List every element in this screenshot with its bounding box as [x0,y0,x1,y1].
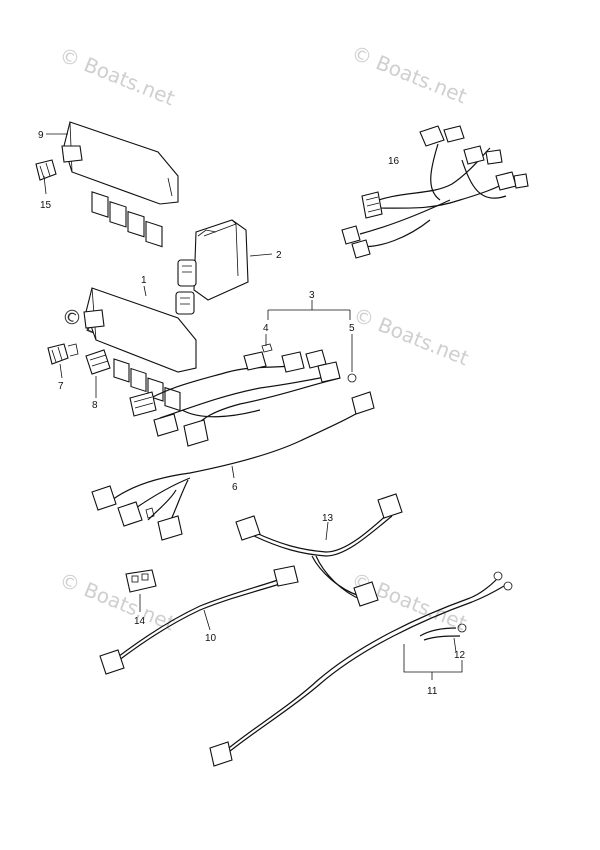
plug-8 [85,349,111,375]
callout-2: 2 [276,250,282,261]
ecu-module [175,219,249,315]
callout-7: 7 [58,381,64,392]
harness-6 [91,391,375,541]
callout-11: 11 [427,686,438,697]
callout-labels: 9 15 2 1 3 4 5 7 8 6 13 14 10 12 11 16 [38,130,466,697]
harness-3 [129,343,357,447]
callout-6: 6 [232,482,238,493]
watermark-center-right: © Boats.net [350,302,472,370]
callout-5: 5 [349,323,355,334]
fuse-box-upper [61,121,179,248]
connector-15 [35,159,57,181]
callout-12: 12 [454,650,466,661]
grommet-14 [125,569,157,593]
callout-4: 4 [263,323,269,334]
callout-14: 14 [134,616,146,627]
harness-10 [99,565,299,675]
fuse-box-lower [83,287,197,412]
callout-10: 10 [205,633,217,644]
leader-lines [43,133,463,680]
callout-15: 15 [40,200,52,211]
harness-11 [209,571,513,767]
callout-3: 3 [309,290,315,301]
harness-13 [235,493,403,607]
callout-16: 16 [388,156,400,167]
watermark-bottom-left: © Boats.net [56,567,178,635]
callout-8: 8 [92,400,98,411]
connector-7 [47,343,79,365]
callout-1: 1 [141,275,147,286]
callout-9: 9 [38,130,44,141]
callout-13: 13 [322,513,334,524]
watermark-top-right: © Boats.net [348,40,470,108]
watermark-top-left: © Boats.net [56,42,178,110]
harness-16 [341,125,529,259]
